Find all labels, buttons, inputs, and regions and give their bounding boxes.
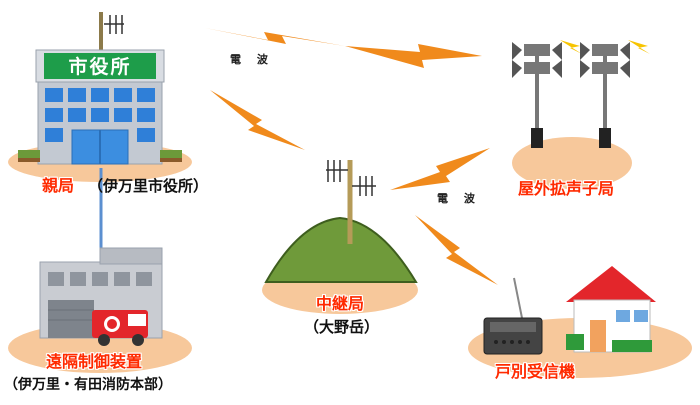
house-icon <box>566 266 656 352</box>
radio-receiver-icon <box>484 278 542 354</box>
city-hall-sign: 市役所 <box>45 54 155 80</box>
mountain-icon <box>266 218 416 282</box>
lightning-wave-icon <box>205 28 345 46</box>
lightning-wave-icon <box>345 44 482 68</box>
loudspeaker-tower-icon <box>580 40 650 148</box>
lightning-wave-icon <box>390 148 490 190</box>
remote-control-sublabel: （伊万里・有田消防本部） <box>4 378 172 392</box>
lightning-wave-icon <box>210 90 305 150</box>
radio-wave-label-bottom: 電 波 <box>437 193 481 204</box>
remote-control-label: 遠隔制御装置 <box>46 354 142 370</box>
home-receiver-label: 戸別受信機 <box>495 364 575 380</box>
loudspeaker-tower-icon <box>512 40 582 148</box>
city-hall-building-icon <box>18 12 182 164</box>
relay-station-sublabel: （大野岳） <box>304 320 379 335</box>
lightning-wave-icon <box>415 215 498 285</box>
master-station-sublabel: （伊万里市役所） <box>88 179 208 194</box>
radio-wave-label-top: 電 波 <box>230 54 274 65</box>
master-station-label: 親局 <box>42 178 74 194</box>
relay-station-label: 中継局 <box>316 296 364 312</box>
outdoor-speaker-label: 屋外拡声子局 <box>518 181 614 197</box>
